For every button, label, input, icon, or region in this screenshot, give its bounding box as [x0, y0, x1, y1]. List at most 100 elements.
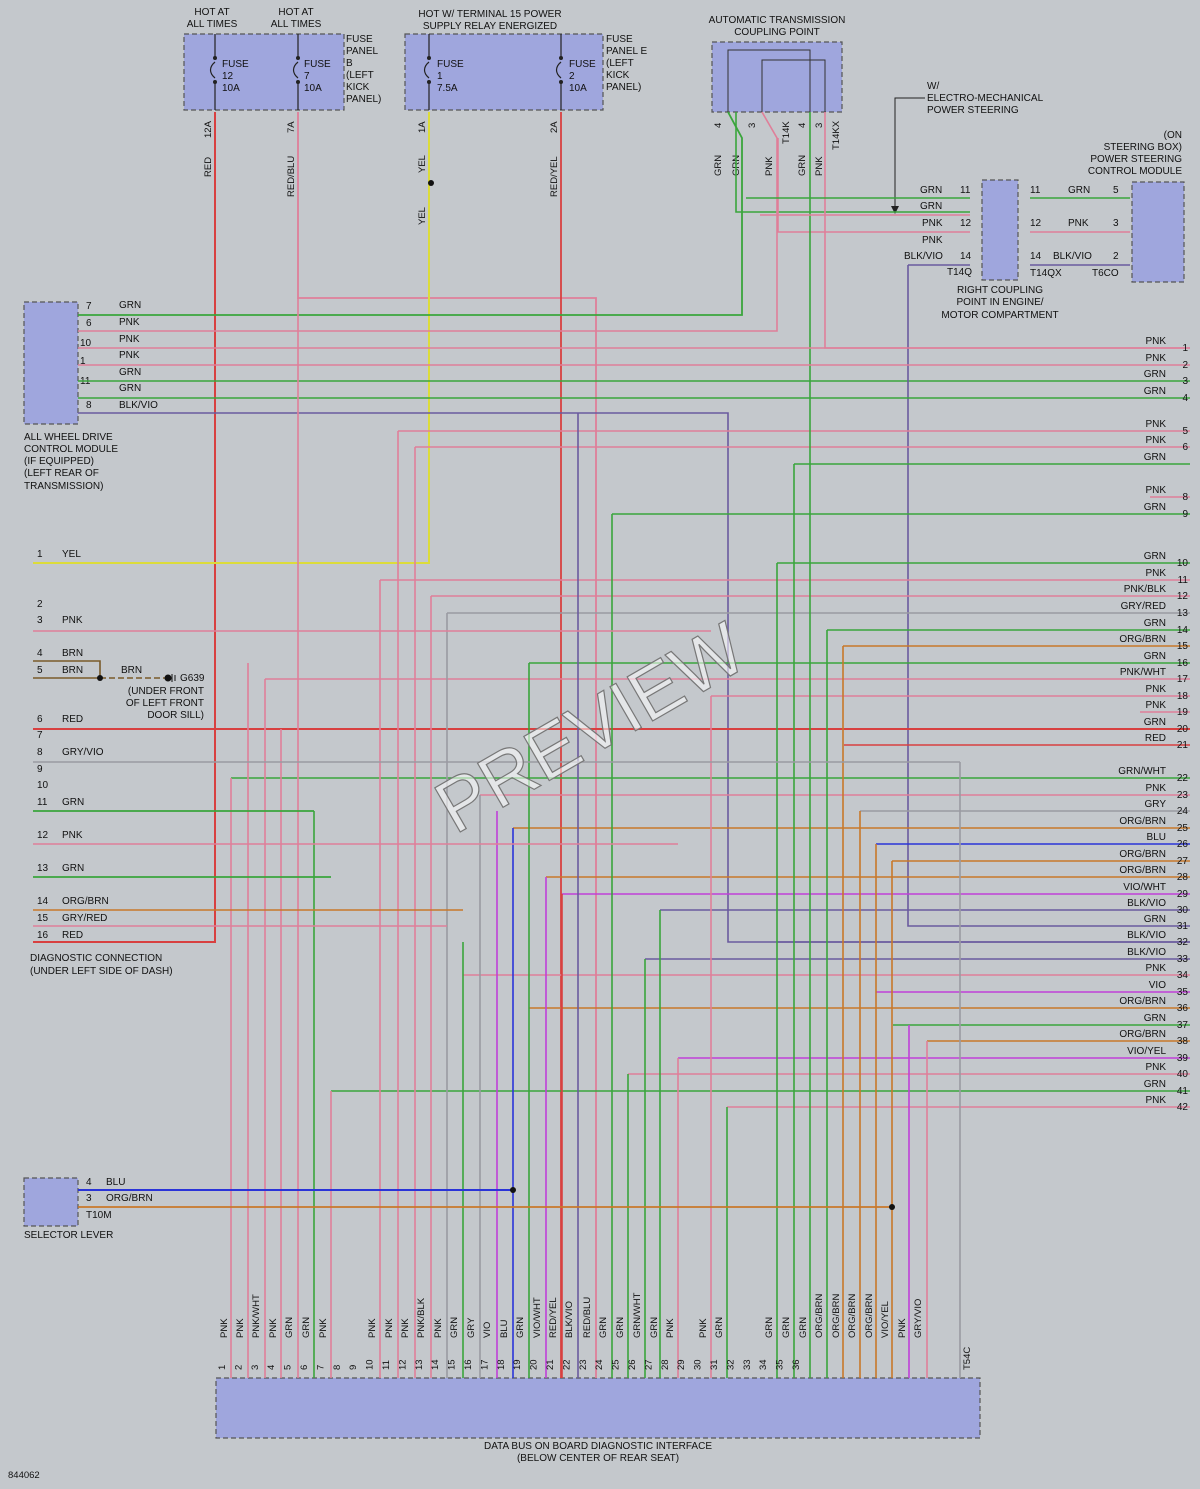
- bottom-pin-6: 6: [299, 1365, 310, 1370]
- diag-wire-gry-vio: GRY/VIO: [62, 747, 104, 758]
- fuse-2-label-1: FUSE: [569, 59, 596, 70]
- atcp-pin-4b: 4: [797, 123, 808, 128]
- awd-label-3: (IF EQUIPPED): [24, 456, 94, 467]
- right-wire-label-8: PNK: [1145, 485, 1166, 496]
- right-wire-label-42: PNK: [1145, 1095, 1166, 1106]
- right-edge-number-9: 9: [1182, 509, 1188, 520]
- bottom-pin-10: 10: [365, 1359, 376, 1370]
- bottom-pin-22: 22: [561, 1359, 572, 1370]
- right-edge-number-36: 36: [1177, 1003, 1189, 1014]
- atcp-pin-4a: 4: [713, 123, 724, 128]
- pin-2a: 2A: [549, 121, 560, 133]
- diag-pin-3: 3: [37, 615, 43, 626]
- bottom-pin-25: 25: [611, 1359, 622, 1370]
- fuse-1-label-2: 1: [437, 71, 443, 82]
- bottom-pin-35: 35: [775, 1359, 786, 1370]
- awd-pin-10: 10: [80, 338, 92, 349]
- right-wire-label-40: PNK: [1145, 1062, 1166, 1073]
- atcp-t14k: T14K: [781, 121, 792, 144]
- bottom-wire-label-17: GRN: [515, 1317, 526, 1338]
- fuse-1-label-1: FUSE: [437, 59, 464, 70]
- right-wire-label-41: GRN: [1144, 1079, 1166, 1090]
- pin-7a: 7A: [286, 121, 297, 133]
- eps-right-pin-12: 12: [1030, 218, 1042, 229]
- bottom-wire-label-7: PNK: [318, 1318, 329, 1338]
- bottom-pin-23: 23: [578, 1359, 589, 1370]
- fuse-2-label-2: 2: [569, 71, 575, 82]
- bottom-wire-label-25: GRN: [649, 1317, 660, 1338]
- panel-b-label-1: FUSE: [346, 34, 373, 45]
- awd-wire-1: GRN: [119, 300, 141, 311]
- eps-left-wire-2: GRN: [920, 201, 942, 212]
- right-wire-label-12: PNK/BLK: [1124, 584, 1167, 595]
- bottom-wire-label-23: GRN: [615, 1317, 626, 1338]
- eps-module-pin-5: 5: [1113, 185, 1119, 196]
- atcp-pin-3a: 3: [747, 123, 758, 128]
- right-edge-number-38: 38: [1177, 1036, 1189, 1047]
- right-wire-label-11: PNK: [1145, 568, 1166, 579]
- diag-pin-12: 12: [37, 830, 49, 841]
- selector-pin-4: 4: [86, 1177, 92, 1188]
- diag-pin-8: 8: [37, 747, 43, 758]
- diag-wire-red-16: RED: [62, 930, 83, 941]
- bottom-wire-label-5: GRN: [284, 1317, 295, 1338]
- eps-module-label-2: STEERING BOX): [1104, 142, 1182, 153]
- right-wire-label-17: PNK/WHT: [1120, 667, 1166, 678]
- right-wire-label-32: BLK/VIO: [1127, 930, 1166, 941]
- fuse-12-label-3: 10A: [222, 83, 240, 94]
- eps-right-wire-1: GRN: [1068, 185, 1090, 196]
- right-edge-number-11: 11: [1178, 575, 1189, 586]
- bottom-wire-label-10: PNK: [400, 1318, 411, 1338]
- bottom-pin-24: 24: [594, 1359, 605, 1370]
- diag-pin-14: 14: [37, 896, 49, 907]
- right-wire-label-13: GRY/RED: [1121, 601, 1166, 612]
- right-edge-number-25: 25: [1177, 823, 1189, 834]
- coupling-label-2: POINT IN ENGINE/: [956, 297, 1043, 308]
- selector-label: SELECTOR LEVER: [24, 1230, 113, 1241]
- bottom-wire-label-2: PNK: [235, 1318, 246, 1338]
- bottom-wire-label-19: RED/YEL: [548, 1297, 559, 1338]
- ground-note-3: DOOR SILL): [147, 710, 204, 721]
- eps-module-pin-3: 3: [1113, 218, 1119, 229]
- eps-left-wire-4: PNK: [922, 235, 943, 246]
- header-hot-at-all-times-2a: HOT AT: [278, 7, 313, 18]
- bottom-pin-4: 4: [266, 1365, 277, 1370]
- bottom-wire-label-20: BLK/VIO: [564, 1301, 575, 1338]
- right-wire-label-38: ORG/BRN: [1119, 1029, 1166, 1040]
- splice-org: [889, 1204, 895, 1210]
- eps-left-wire-5: BLK/VIO: [904, 251, 943, 262]
- right-edge-number-6: 6: [1182, 442, 1188, 453]
- eps-conn-t14qx: T14QX: [1030, 268, 1062, 279]
- diag-wire-yel: YEL: [62, 549, 81, 560]
- right-edge-number-1: 1: [1182, 343, 1188, 354]
- bottom-wire-label-30: GRN: [781, 1317, 792, 1338]
- bottom-pin-30: 30: [693, 1359, 704, 1370]
- bottom-wire-label-8: PNK: [367, 1318, 378, 1338]
- eps-left-wire-1: GRN: [920, 185, 942, 196]
- wire-yel-1: YEL: [417, 155, 428, 173]
- eps-module-label-1: (ON: [1164, 130, 1182, 141]
- right-edge-labels: PNKPNKGRNGRNPNKPNKGRNPNKGRNGRNPNKPNK/BLK…: [1118, 336, 1188, 1113]
- atcp-wire-5: GRN: [797, 155, 808, 176]
- awd-pin-7: 7: [86, 301, 92, 312]
- diag-pin-13: 13: [37, 863, 49, 874]
- bottom-pin-18: 18: [496, 1359, 507, 1370]
- right-edge-number-16: 16: [1177, 658, 1189, 669]
- wire-red-yel: RED/YEL: [549, 156, 560, 197]
- diag-pin-10: 10: [37, 780, 49, 791]
- panel-b-label-4: (LEFT: [346, 70, 374, 81]
- header-terminal-15-1: HOT W/ TERMINAL 15 POWER: [418, 9, 561, 20]
- right-wire-label-36: ORG/BRN: [1119, 996, 1166, 1007]
- wires-layer: [33, 111, 1190, 1378]
- bottom-wire-label-13: GRN: [449, 1317, 460, 1338]
- right-edge-number-18: 18: [1177, 691, 1189, 702]
- right-edge-number-39: 39: [1177, 1053, 1189, 1064]
- bottom-pin-33: 33: [742, 1359, 753, 1370]
- diag-wire-org-brn: ORG/BRN: [62, 896, 109, 907]
- header-hot-at-all-times-1b: ALL TIMES: [187, 19, 238, 30]
- eps-right-wire-3: BLK/VIO: [1053, 251, 1092, 262]
- eps-conn-t14q: T14Q: [947, 267, 972, 278]
- bottom-pin-29: 29: [676, 1359, 687, 1370]
- bottom-wire-label-15: VIO: [482, 1322, 493, 1338]
- bottom-pin-26: 26: [627, 1359, 638, 1370]
